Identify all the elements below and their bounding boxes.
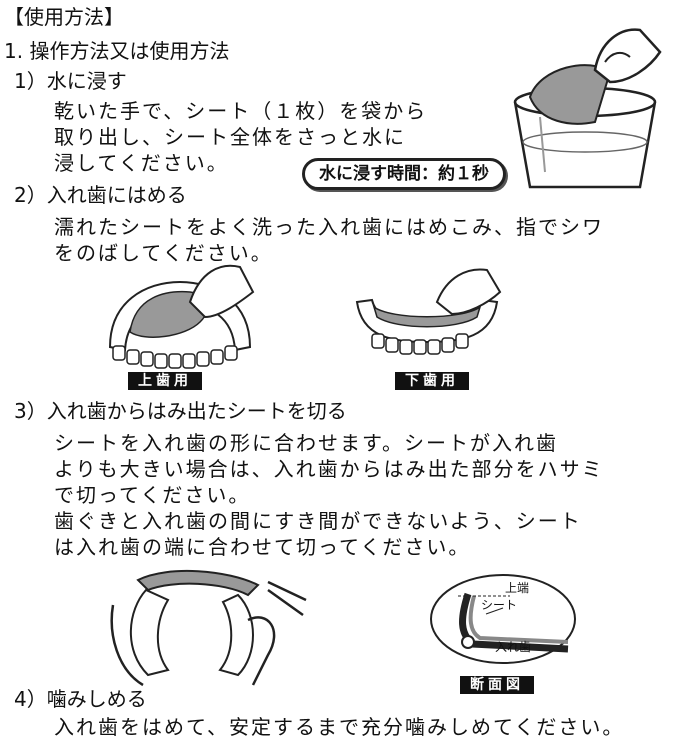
step-3-line-4: 歯ぐきと入れ歯の間にすき間ができないよう、シート [54,509,582,533]
upper-denture-illustration [108,264,255,369]
step-2-line-1: 濡れたシートをよく洗った入れ歯にはめこみ、指でシワ [54,215,604,239]
step-1-line-1: 乾いた手で、シート（１枚）を袋から [54,99,428,123]
denture-label: 入れ歯 [495,640,532,654]
step-4-line-1: 入れ歯をはめて、安定するまで充分噛みしめてください。 [54,715,625,739]
glass-illustration [513,28,662,189]
cross-section-caption: 断面図 [460,676,534,694]
trimming-illustration [110,569,307,687]
soak-time-badge: 水に浸す時間：約１秒 [302,158,506,190]
step-3-line-1: シートを入れ歯の形に合わせます。シートが入れ歯 [54,431,558,455]
step-4-heading: 4）噛みしめる [14,687,147,711]
step-3-line-5: は入れ歯の端に合わせて切ってください。 [54,535,471,559]
section-header: 【使用方法】 [4,5,124,29]
cross-section-diagram [430,574,576,664]
upper-denture-label: 上歯用 [128,372,202,390]
step-2-line-2: をのばしてください。 [54,241,273,265]
step-1-heading: 1）水に浸す [14,69,127,93]
step-3-line-2: よりも大きい場合は、入れ歯からはみ出た部分をハサミ [54,457,604,481]
sheet-label: シート [481,598,518,612]
section-title: 1. 操作方法又は使用方法 [4,39,230,63]
step-2-heading: 2）入れ歯にはめる [14,183,187,207]
lower-denture-label: 下歯用 [395,372,469,390]
step-3-line-3: で切ってください。 [54,483,251,507]
upper-end-label: 上端 [505,581,530,595]
step-1-line-2: 取り出し、シート全体をさっと水に [54,125,406,149]
step-3-heading: 3）入れ歯からはみ出たシートを切る [14,399,347,423]
lower-denture-illustration [355,268,502,355]
step-1-line-3: 浸してください。 [54,151,229,175]
